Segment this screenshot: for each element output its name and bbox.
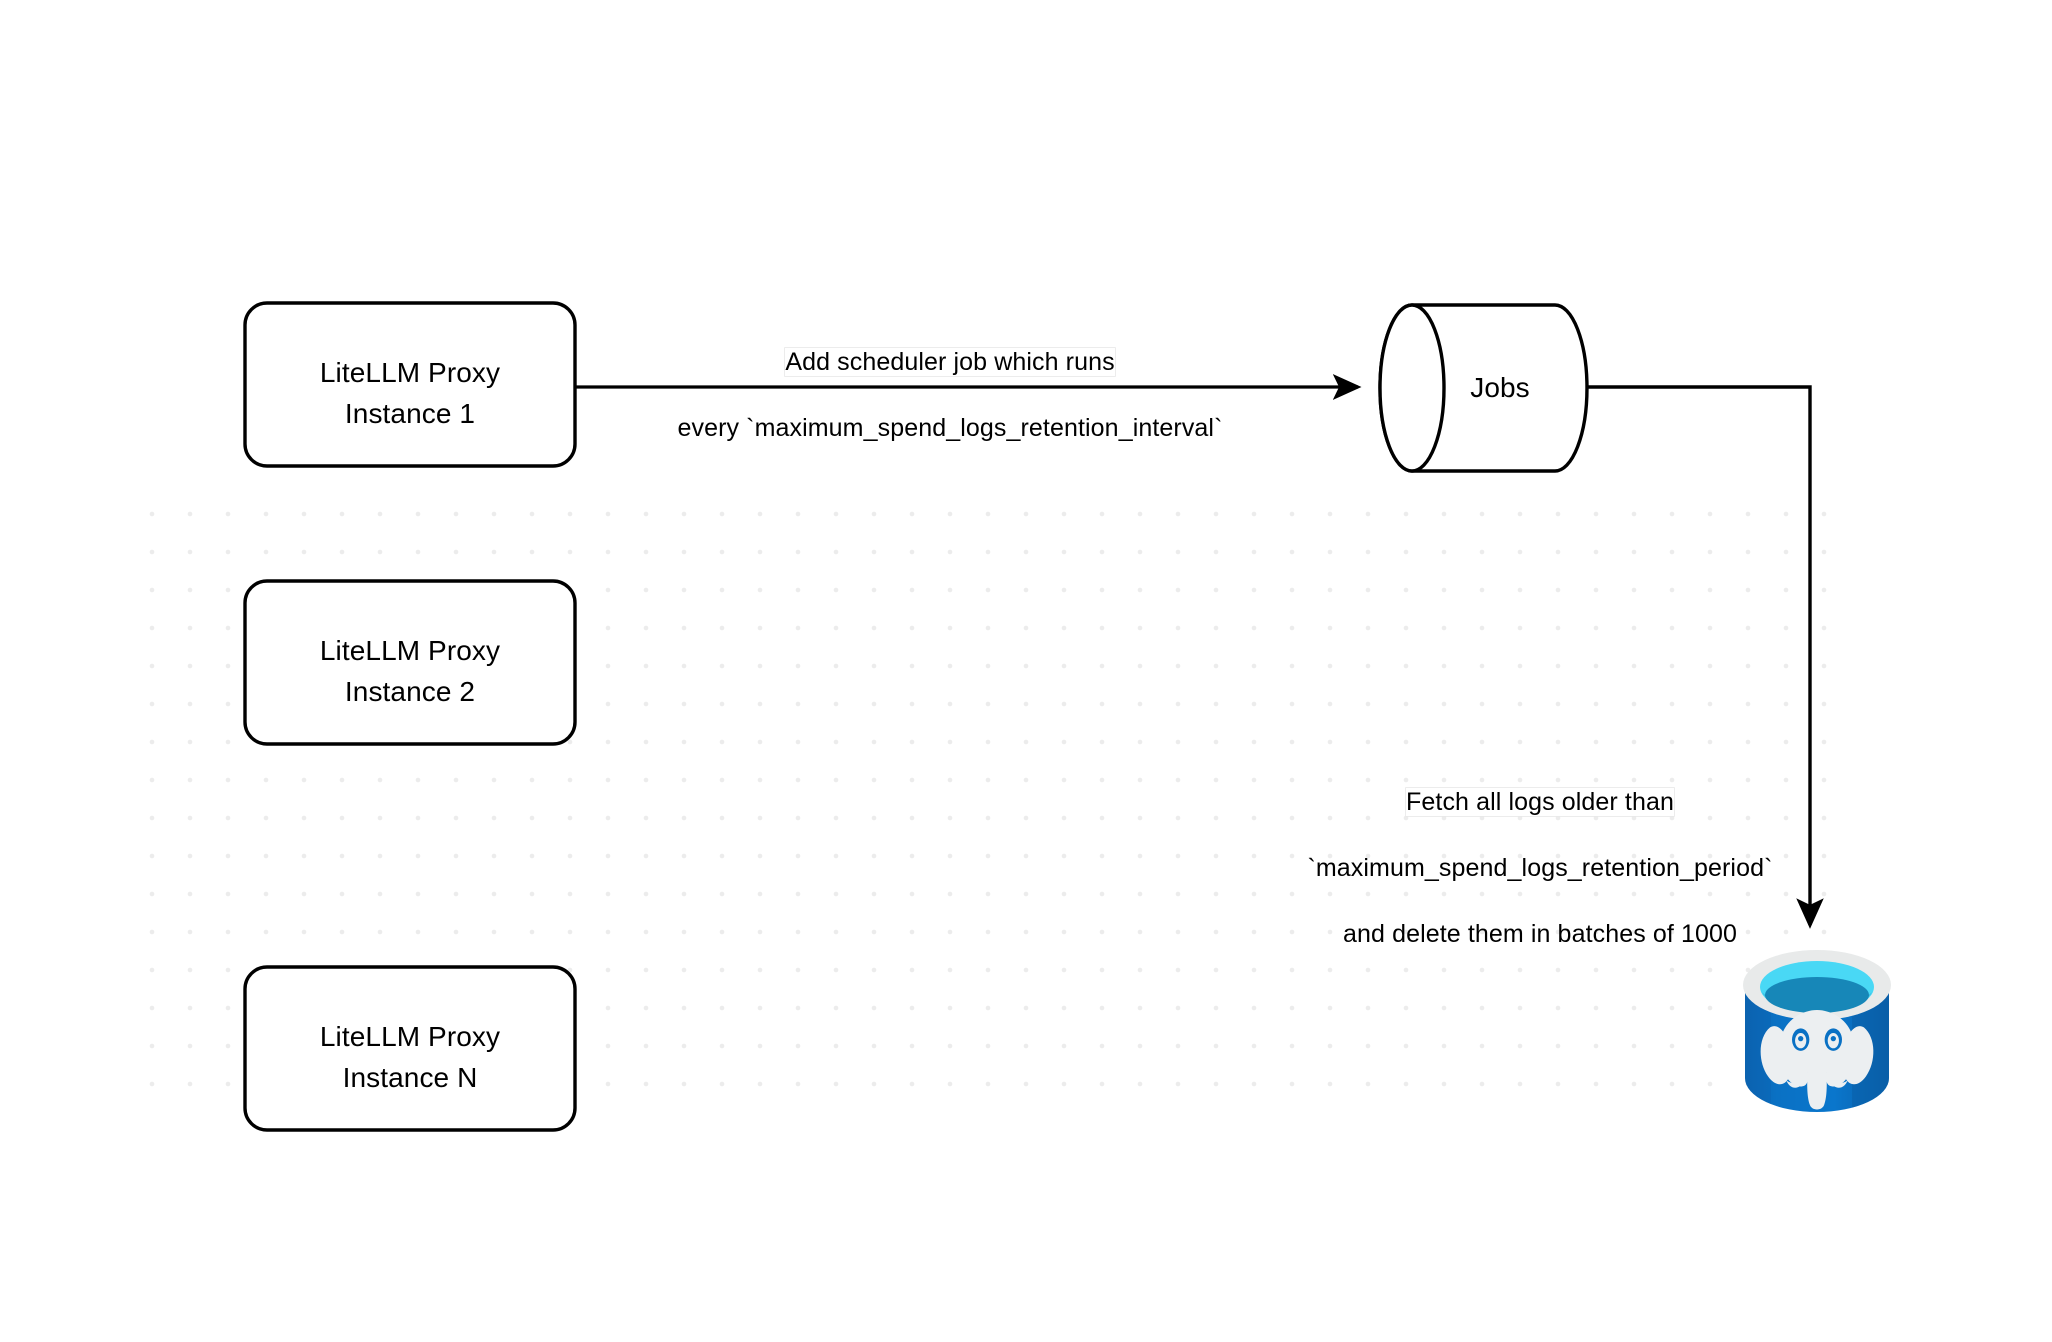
edge-proxy1-to-jobs-label: Add scheduler job which runs every `maxi… (590, 313, 1310, 478)
edge2-label-line2: `maximum_spend_logs_retention_period` (1307, 854, 1773, 882)
edge2-label-line3: and delete them in batches of 1000 (1343, 920, 1737, 948)
edge-jobs-to-postgres-label: Fetch all logs older than `maximum_spend… (1230, 753, 1850, 984)
edge1-label-line2: every `maximum_spend_logs_retention_inte… (677, 414, 1223, 442)
postgresql-elephant-icon (1760, 1010, 1874, 1110)
edge2-label-line1: Fetch all logs older than (1406, 788, 1674, 816)
node-postgres-database[interactable] (1743, 950, 1892, 1115)
node-proxy-instance-n[interactable] (243, 965, 577, 1132)
edge1-label-line1: Add scheduler job which runs (785, 348, 1115, 376)
node-proxy-instance-2[interactable] (243, 579, 577, 746)
edge-jobs-to-postgres (1587, 385, 1824, 929)
node-jobs-queue[interactable] (1378, 303, 1589, 473)
node-proxy-instance-1[interactable] (243, 301, 577, 468)
